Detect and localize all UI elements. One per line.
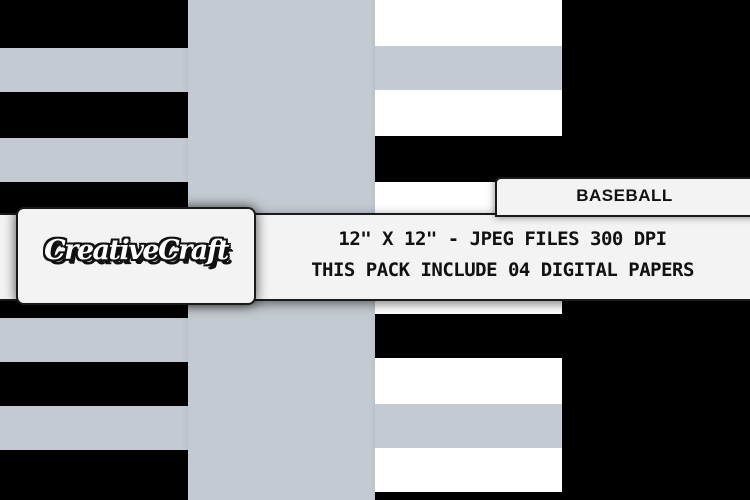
stripe-black bbox=[0, 450, 188, 500]
banner-pack-text: THIS PACK INCLUDE 04 DIGITAL PAPERS bbox=[311, 259, 694, 281]
stripe-white bbox=[375, 0, 562, 46]
theme-label: BASEBALL bbox=[576, 186, 673, 205]
stripe-black bbox=[375, 492, 562, 500]
banner-resolution-text: 12" X 12" - JPEG FILES 300 DPI bbox=[338, 228, 667, 250]
theme-tab: BASEBALL bbox=[495, 177, 750, 217]
stripe-white bbox=[375, 448, 562, 492]
stripe-black bbox=[0, 92, 188, 138]
brand-logo: CreativeCraft bbox=[16, 207, 256, 305]
stripe-white bbox=[375, 90, 562, 136]
stripe-gray bbox=[0, 48, 188, 92]
stripe-black bbox=[375, 314, 562, 358]
stripe-black bbox=[0, 362, 188, 406]
stripe-white bbox=[375, 358, 562, 404]
stripe-gray bbox=[0, 318, 188, 362]
stripe-gray bbox=[0, 138, 188, 182]
stripe-black bbox=[375, 136, 562, 182]
stripe-gray bbox=[375, 404, 562, 448]
stripe-black bbox=[0, 0, 188, 48]
brand-logo-text: CreativeCraft bbox=[44, 235, 229, 266]
stripe-gray bbox=[375, 46, 562, 90]
stripe-gray bbox=[0, 406, 188, 450]
